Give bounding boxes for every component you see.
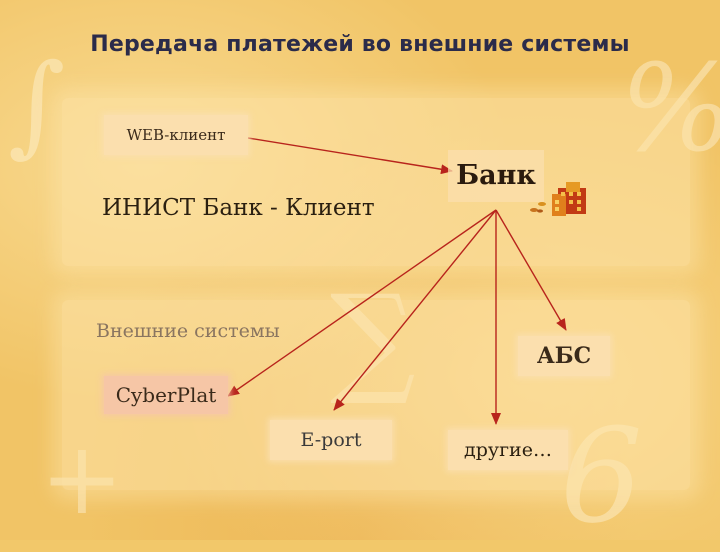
- web-client-box: WEB-клиент: [104, 115, 248, 155]
- bank-building-icon: [530, 182, 586, 216]
- others-label: другие…: [464, 439, 552, 461]
- decor-glyph: ∫: [8, 40, 66, 168]
- abs-box: АБС: [518, 336, 610, 376]
- arrows-layer: [227, 137, 567, 425]
- inist-label: ИНИСТ Банк - Клиент: [102, 195, 375, 221]
- others-box: другие…: [448, 430, 568, 470]
- cyberplat-box: CyberPlat: [104, 376, 228, 414]
- page-title: Передача платежей во внешние системы: [90, 32, 630, 57]
- bank-box: Банк: [448, 150, 544, 202]
- eport-box: E-port: [270, 420, 392, 460]
- arrow-bank-to-cyberplat: [227, 209, 497, 397]
- arrow-bank-to-eport: [333, 209, 497, 411]
- arrow-web-to-bank: [247, 137, 453, 175]
- cyberplat-label: CyberPlat: [115, 383, 217, 407]
- eport-label: E-port: [300, 429, 362, 451]
- bank-label: Банк: [456, 160, 536, 191]
- abs-label: АБС: [536, 343, 592, 369]
- external-systems-label: Внешние системы: [96, 320, 280, 342]
- arrow-bank-to-abs: [495, 209, 567, 331]
- web-client-label: WEB-клиент: [126, 126, 226, 144]
